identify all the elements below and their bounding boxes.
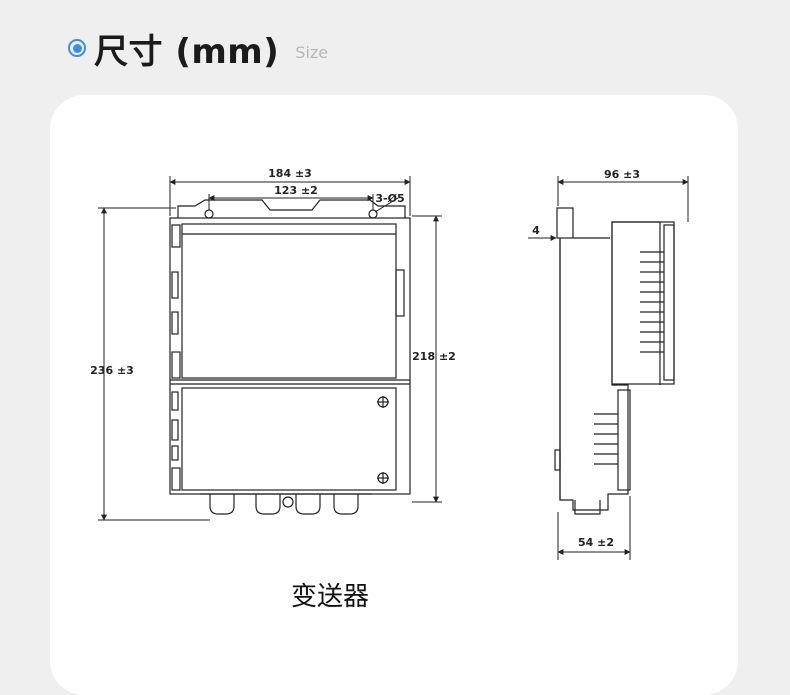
section-header: 尺寸 (mm) Size xyxy=(68,24,328,72)
section-subtitle: Size xyxy=(295,42,329,62)
side-lower-fins xyxy=(594,389,631,491)
side-dimensions xyxy=(528,176,689,560)
height-dimension-label: 236 ±3 xyxy=(90,364,134,377)
depth-dimension-label: 96 ±3 xyxy=(604,168,640,181)
mounting-plate xyxy=(556,207,574,239)
dimension-drawing: 184 ±3 123 ±2 3-Ø5 236 ±3 218 ±2 xyxy=(90,167,689,560)
cable-glands xyxy=(200,493,372,515)
hole-size-label: 3-Ø5 xyxy=(375,192,404,205)
side-latch xyxy=(395,269,405,317)
hole-spacing-label: 123 ±2 xyxy=(274,184,318,197)
flange-thickness-label: 4 xyxy=(532,224,540,237)
side-enclosure xyxy=(559,221,661,511)
left-fins xyxy=(171,224,181,491)
upper-lid xyxy=(181,223,397,379)
radio-dot-icon xyxy=(68,39,86,57)
dimension-card xyxy=(50,95,738,695)
front-dimensions xyxy=(98,176,442,521)
diagram-caption: 变送器 xyxy=(290,582,369,612)
base-depth-label: 54 ±2 xyxy=(578,536,614,549)
section-title: 尺寸 (mm) xyxy=(94,31,280,72)
lower-lid xyxy=(181,387,397,491)
side-cable-gland xyxy=(574,500,601,515)
side-upper-lid xyxy=(611,221,675,385)
screw-symbols xyxy=(204,209,389,484)
top-mounting-flange xyxy=(177,199,406,218)
width-dimension-label: 184 ±3 xyxy=(268,167,312,180)
front-enclosure-outline xyxy=(169,217,411,495)
side-upper-fins xyxy=(640,224,675,381)
front-view xyxy=(169,199,411,515)
side-view xyxy=(554,207,675,515)
body-height-label: 218 ±2 xyxy=(412,350,456,363)
